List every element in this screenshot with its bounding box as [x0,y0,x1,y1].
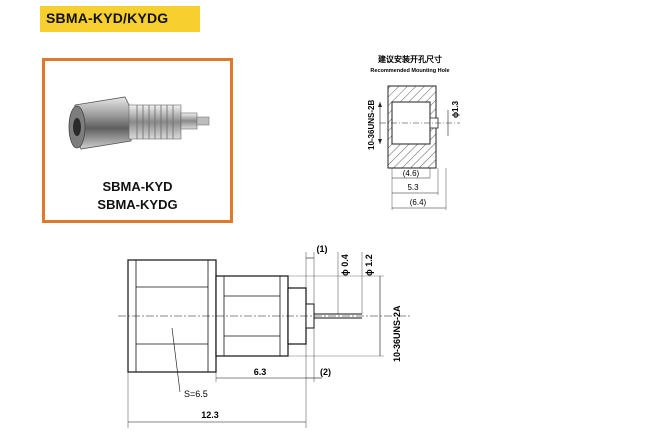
connector-thread-label: 10-36UNS-2A [392,305,402,362]
model-label-kyd: SBMA-KYD [102,179,173,194]
mounting-title-cn: 建议安装开孔尺寸 [377,54,442,64]
dim-12-3: 12.3 [201,410,219,420]
dielectric-diameter-label: ϕ 1.2 [364,254,374,276]
mounting-hole-drawing: 建议安装开孔尺寸 Recommended Mounting Hole 10-36… [367,54,460,210]
dim-2: (2) [320,367,331,377]
title-banner: SBMA-KYD/KYDG [40,6,200,32]
dim-5-3: 5.3 [407,183,419,192]
product-photo-box: SBMA-KYD SBMA-KYDG [42,58,233,223]
connector-dimension-drawing: (1) ϕ 0.4 ϕ 1.2 10-36UNS-2A S=6.5 6.3 (2… [118,244,410,428]
model-label-kydg: SBMA-KYDG [97,197,178,212]
page-title: SBMA-KYD/KYDG [46,10,169,26]
hex-size-label: S=6.5 [184,389,208,399]
connector-photo [68,96,210,150]
dim-4-6: (4.6) [403,169,420,178]
dim-6-4: (6.4) [410,198,427,207]
mounting-title-en: Recommended Mounting Hole [370,68,449,74]
dim-6-3: 6.3 [254,367,267,377]
hole-diameter-label: ϕ1.3 [451,100,460,118]
pin-diameter-label: ϕ 0.4 [340,254,350,276]
mounting-thread-label: 10-36UNS-2B [367,100,376,150]
dim-top-1: (1) [317,244,328,254]
